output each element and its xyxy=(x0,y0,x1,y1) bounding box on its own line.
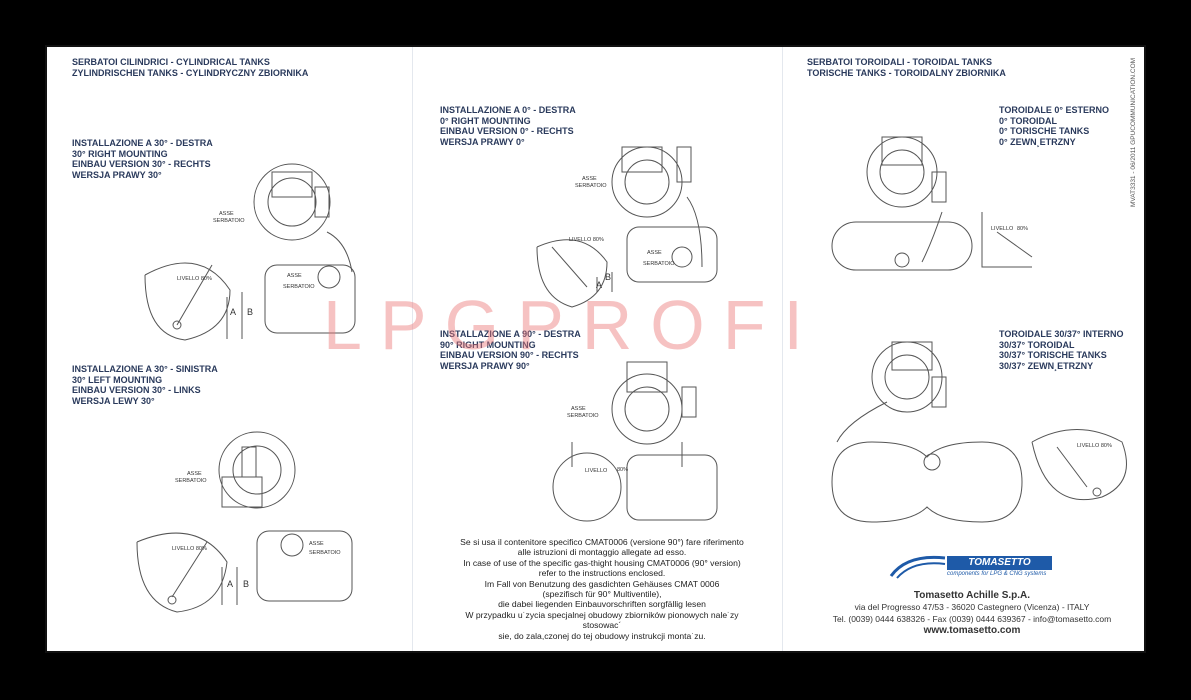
housing-note: Se si usa il contenitore specifico CMAT0… xyxy=(460,537,744,641)
section-toroidal-internal: TOROIDALE 30/37° INTERNO 30/37° TOROIDAL… xyxy=(999,329,1124,371)
level-percent-label: 80% xyxy=(617,467,628,473)
diagram-30-left: ASSE SERBATOIO ASSE SERBATOIO LIVELLO 80… xyxy=(136,431,353,613)
diagram-30-right: ASSE SERBATOIO ASSE SERBATOIO LIVELLO 80… xyxy=(144,163,356,341)
level-label: LIVELLO 80% xyxy=(1077,443,1112,449)
axis-label: ASSE xyxy=(287,273,302,279)
diagram-90-right: ASSE SERBATOIO LIVELLO 80% xyxy=(552,361,718,522)
fold-line xyxy=(412,47,413,651)
level-label: LIVELLO 80% xyxy=(569,237,604,243)
dimension-a-label: A xyxy=(230,307,236,317)
tank-label: SERBATOIO xyxy=(213,218,245,224)
company-name: Tomasetto Achille S.p.A. xyxy=(913,590,1031,601)
diagram-toroidal-0: LIVELLO 80% xyxy=(831,136,1033,271)
logo-brand: TOMASETTO ACHILLE xyxy=(947,556,1052,582)
instruction-sheet: ASSE SERBATOIO ASSE SERBATOIO LIVELLO 80… xyxy=(45,45,1146,653)
fold-line xyxy=(782,47,783,651)
cylindrical-tanks-title: SERBATOI CILINDRICI - CYLINDRICAL TANKS … xyxy=(72,57,309,78)
dimension-b-label: B xyxy=(247,307,253,317)
tank-label: SERBATOIO xyxy=(567,413,599,419)
axis-label: ASSE xyxy=(309,541,324,547)
dimension-b-label: B xyxy=(243,579,249,589)
document-code: MVAT3331 - 06/2011 GPUCOMMUNICATION.COM xyxy=(1130,57,1137,207)
axis-label: ASSE xyxy=(571,406,586,412)
section-0-right: INSTALLAZIONE A 0° - DESTRA 0° RIGHT MOU… xyxy=(440,105,576,147)
level-label: LIVELLO xyxy=(991,226,1014,232)
level-label: LIVELLO 80% xyxy=(172,546,207,552)
dimension-a-label: A xyxy=(227,579,233,589)
tank-label: SERBATOIO xyxy=(175,478,207,484)
axis-label: ASSE xyxy=(187,471,202,477)
tank-label: SERBATOIO xyxy=(575,183,607,189)
section-toroidal-external: TOROIDALE 0° ESTERNO 0° TOROIDAL 0° TORI… xyxy=(999,105,1109,147)
tank-label: SERBATOIO xyxy=(283,284,315,290)
logo-swoosh-icon xyxy=(889,555,946,579)
company-info: Tomasetto Achille S.p.A. via del Progres… xyxy=(807,590,1137,636)
section-30-left: INSTALLAZIONE A 30° - SINISTRA 30° LEFT … xyxy=(72,364,218,406)
diagram-0-right: ASSE SERBATOIO ASSE SERBATOIO LIVELLO 80… xyxy=(536,146,718,308)
level-percent-label: 80% xyxy=(1017,226,1028,232)
mounting-diagrams: ASSE SERBATOIO ASSE SERBATOIO LIVELLO 80… xyxy=(136,136,1127,613)
dimension-b-label: B xyxy=(605,272,611,282)
company-address: via del Progresso 47/53 - 36020 Castegne… xyxy=(854,602,1090,612)
axis-label: ASSE xyxy=(647,250,662,256)
level-label: LIVELLO xyxy=(585,468,608,474)
level-label: LIVELLO 80% xyxy=(177,276,212,282)
section-90-right: INSTALLAZIONE A 90° - DESTRA 90° RIGHT M… xyxy=(440,329,581,371)
dimension-a-label: A xyxy=(596,280,602,290)
tank-label: SERBATOIO xyxy=(643,261,675,267)
company-logo: TOMASETTO ACHILLE components for LPG & C… xyxy=(887,552,1052,582)
watermark: LPGPROFI xyxy=(323,286,821,364)
tank-label: SERBATOIO xyxy=(309,550,341,556)
company-website[interactable]: www.tomasetto.com xyxy=(923,625,1021,636)
axis-label: ASSE xyxy=(219,211,234,217)
company-contacts: Tel. (0039) 0444 638326 - Fax (0039) 044… xyxy=(832,614,1112,624)
axis-label: ASSE xyxy=(582,176,597,182)
diagram-toroidal-30: LIVELLO 80% xyxy=(831,341,1127,523)
logo-tagline: components for LPG & CNG systems xyxy=(947,571,1047,577)
toroidal-tanks-title: SERBATOI TOROIDALI - TOROIDAL TANKS TORI… xyxy=(807,57,1006,78)
section-30-right: INSTALLAZIONE A 30° - DESTRA 30° RIGHT M… xyxy=(72,138,213,180)
